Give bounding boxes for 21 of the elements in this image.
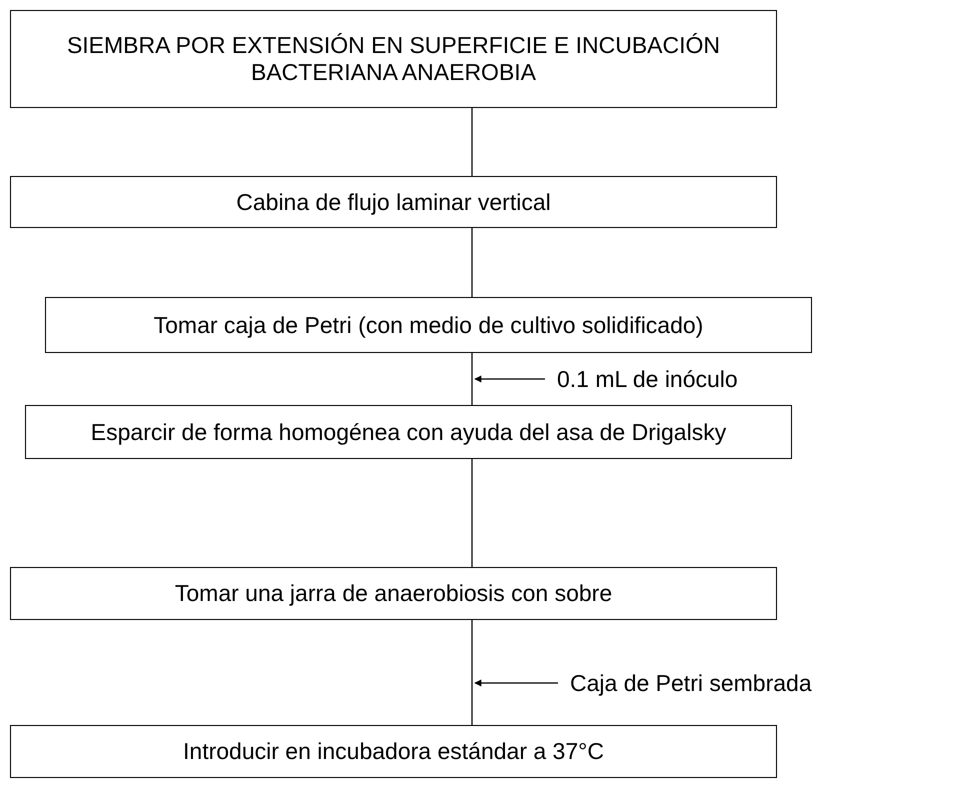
process-box (10, 567, 777, 620)
step-text: Cabina de flujo laminar vertical (235, 188, 552, 216)
step-text: Introducir en incubadora estándar a 37°C (182, 738, 605, 765)
step-text: Tomar caja de Petri (con medio de cultivo solidificado) (152, 312, 704, 338)
process-box (45, 297, 812, 353)
connector-line (471, 228, 473, 297)
input-label: 0.1 mL de inóculo (557, 366, 738, 392)
process-box (25, 405, 792, 459)
step-text: Tomar una jarra de anaerobiosis con sobre (174, 580, 614, 607)
arrow (474, 376, 545, 382)
connector-line (471, 108, 473, 176)
process-box (10, 725, 777, 778)
step-text: SIEMBRA POR EXTENSIÓN EN SUPERFICIE E INCUBACIÓN BACTERIANA ANAEROBIA (66, 32, 722, 86)
arrow (474, 680, 558, 686)
connector-line (471, 353, 473, 405)
step-text: Esparcir de forma homogénea con ayuda del asa de Drigalsky (90, 418, 728, 446)
connector-line (471, 620, 473, 725)
connector-line (471, 459, 473, 567)
process-box (10, 176, 777, 228)
title-box (10, 10, 777, 108)
input-label: Caja de Petri sembrada (570, 670, 812, 696)
